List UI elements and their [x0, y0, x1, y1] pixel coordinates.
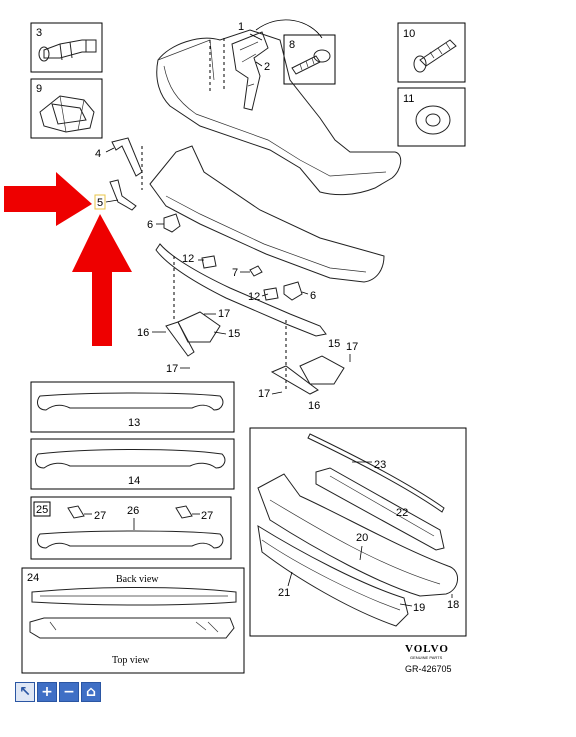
home-icon[interactable]: ⌂: [81, 682, 101, 702]
lower-rail: [155, 243, 327, 390]
red-arrow-up: [72, 214, 132, 346]
inset-large-assembly[interactable]: 23 22 20 21 19 18: [249, 427, 467, 637]
part-7[interactable]: 7: [232, 265, 263, 279]
label-11: 11: [403, 93, 414, 105]
reflector-15-right[interactable]: 15: [299, 338, 345, 385]
zoom-toolbar: ↖ + − ⌂: [15, 682, 101, 702]
brand-name: VOLVO: [405, 643, 449, 655]
lower-panel: [141, 145, 385, 283]
label-1: 1: [238, 21, 244, 33]
label-27b: 27: [201, 510, 213, 522]
label-22: 22: [396, 507, 408, 519]
minus-icon[interactable]: −: [59, 682, 79, 702]
part-5[interactable]: 5: [94, 179, 137, 211]
part-12-a[interactable]: 12: [182, 253, 217, 269]
inset-part-24[interactable]: 24 Back view Top view: [21, 567, 245, 674]
bracket-16-right[interactable]: 16: [270, 365, 320, 412]
screw-17-left: 17 17: [166, 308, 230, 375]
label-17d: 17: [258, 388, 270, 400]
label-10: 10: [403, 28, 415, 40]
label-6a: 6: [147, 219, 153, 231]
caption-top-view: Top view: [112, 655, 150, 666]
label-17c: 17: [346, 341, 358, 353]
plus-icon[interactable]: +: [37, 682, 57, 702]
label-13: 13: [128, 417, 140, 429]
label-20: 20: [356, 532, 368, 544]
label-24: 24: [27, 572, 39, 584]
label-26: 26: [127, 505, 139, 517]
brand-tagline: GENUINE PARTS: [410, 655, 443, 660]
part-6-right[interactable]: 6: [283, 281, 316, 302]
label-6b: 6: [310, 290, 316, 302]
inset-part-9[interactable]: 9: [30, 78, 103, 139]
inset-part-13[interactable]: 13: [30, 381, 235, 433]
cursor-icon[interactable]: ↖: [15, 682, 35, 702]
label-5: 5: [97, 197, 103, 209]
inset-part-10[interactable]: 10: [397, 22, 466, 83]
label-21: 21: [278, 587, 290, 599]
inset-part-3[interactable]: 3: [30, 22, 103, 73]
label-12a: 12: [182, 253, 194, 265]
label-15b: 15: [328, 338, 340, 350]
bracket-16-left[interactable]: 16: [137, 321, 195, 357]
label-18: 18: [447, 599, 459, 611]
red-arrow-right: [4, 172, 92, 226]
part-4[interactable]: 4: [95, 137, 143, 177]
label-25: 25: [36, 504, 48, 516]
label-16b: 16: [308, 400, 320, 412]
diagram-reference: GR-426705: [405, 664, 452, 674]
inset-part-8[interactable]: 8: [283, 34, 336, 85]
bracket-1-2: 1 2: [231, 19, 323, 111]
label-16a: 16: [137, 327, 149, 339]
label-2: 2: [264, 61, 270, 73]
label-14: 14: [128, 475, 140, 487]
label-17b: 17: [166, 363, 178, 375]
caption-back-view: Back view: [116, 574, 159, 585]
label-4: 4: [95, 148, 101, 160]
label-3: 3: [36, 27, 42, 39]
label-9: 9: [36, 83, 42, 95]
part-12-b[interactable]: 12: [248, 287, 279, 303]
bumper-cover: [156, 29, 402, 196]
label-15a: 15: [228, 328, 240, 340]
label-27a: 27: [94, 510, 106, 522]
inset-part-11[interactable]: 11: [397, 87, 466, 147]
inset-part-25[interactable]: 25 27 26 27: [30, 496, 232, 560]
inset-part-14[interactable]: 14: [30, 438, 235, 490]
label-8: 8: [289, 39, 295, 51]
part-6-left[interactable]: 6: [147, 213, 181, 233]
reflector-15-left[interactable]: 15: [177, 311, 240, 343]
screw-17-right: 17 17: [258, 341, 358, 400]
label-19: 19: [413, 602, 425, 614]
label-23: 23: [374, 459, 386, 471]
label-7: 7: [232, 267, 238, 279]
volvo-logo: VOLVO GENUINE PARTS GR-426705: [405, 643, 452, 674]
label-17a: 17: [218, 308, 230, 320]
